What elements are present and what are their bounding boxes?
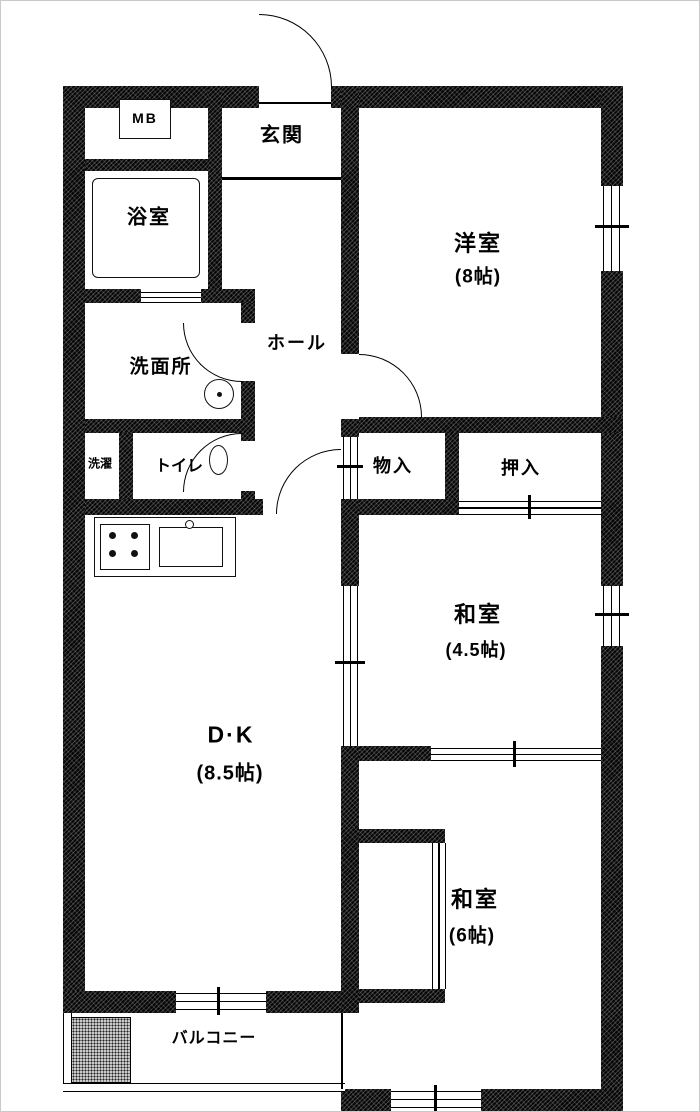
stove bbox=[100, 524, 150, 570]
wall-segment bbox=[208, 86, 222, 181]
dk-door-arc bbox=[276, 449, 341, 514]
wall-segment bbox=[201, 289, 255, 303]
toilet-bowl bbox=[209, 445, 228, 475]
fusuma bbox=[431, 748, 601, 761]
wall-segment bbox=[359, 746, 431, 761]
room-label-hall: ホール bbox=[267, 333, 327, 353]
meter-box bbox=[119, 99, 171, 139]
room-label-japanese-room-6: 和室 bbox=[450, 887, 500, 912]
wall-segment bbox=[241, 303, 255, 323]
storage-door bbox=[343, 437, 358, 499]
wall-segment bbox=[341, 1089, 391, 1111]
genkan-step bbox=[222, 177, 341, 180]
wall-segment bbox=[266, 991, 359, 1013]
burner-dot bbox=[109, 550, 116, 557]
wall-segment bbox=[241, 433, 255, 441]
wall-segment bbox=[359, 417, 623, 433]
balcony-hatch-area bbox=[71, 1017, 131, 1083]
room-label-bathroom: 浴室 bbox=[127, 206, 171, 229]
wall-segment bbox=[341, 499, 359, 586]
entrance-door-arc bbox=[259, 14, 332, 87]
room-label-western-room: 洋室 bbox=[453, 231, 503, 256]
opening-tick bbox=[337, 465, 363, 468]
wall-segment bbox=[241, 381, 255, 419]
window bbox=[603, 186, 620, 271]
room-label-japanese-room-4-5: 和室 bbox=[453, 602, 503, 627]
wall-segment bbox=[331, 86, 623, 108]
wall-segment bbox=[341, 419, 359, 437]
wall-segment bbox=[601, 86, 623, 186]
window bbox=[603, 586, 620, 646]
wall-segment bbox=[445, 433, 459, 499]
room-size-western-room: (8帖) bbox=[454, 266, 502, 288]
room-size-japanese-room-6: (6帖) bbox=[448, 925, 496, 947]
wall-segment bbox=[63, 991, 176, 1013]
room-size-japanese-room-4-5: (4.5帖) bbox=[445, 640, 507, 660]
wall-segment bbox=[241, 491, 255, 499]
wall-segment bbox=[601, 646, 623, 1111]
opening-tick bbox=[434, 1085, 437, 1111]
opening-tick bbox=[217, 987, 220, 1015]
room-label-washroom: 洗面所 bbox=[129, 356, 193, 378]
wall-segment bbox=[341, 86, 359, 354]
balcony-window bbox=[176, 993, 266, 1010]
burner-dot bbox=[131, 532, 138, 539]
wall-segment bbox=[85, 289, 141, 303]
entrance-threshold bbox=[259, 102, 331, 104]
balcony-divider bbox=[341, 1013, 343, 1089]
closet-fusuma bbox=[432, 843, 446, 989]
room-label-genkan: 玄関 bbox=[260, 124, 304, 147]
sliding-door bbox=[343, 586, 358, 746]
bathroom-door bbox=[141, 292, 201, 303]
balcony-rail bbox=[63, 1083, 345, 1092]
wall-segment bbox=[359, 499, 459, 515]
opening-tick bbox=[513, 741, 516, 767]
wall-segment bbox=[85, 499, 263, 515]
wall-segment bbox=[208, 171, 222, 291]
burner-dot bbox=[109, 532, 116, 539]
western-room-door-arc bbox=[359, 354, 422, 417]
room-label-mb: MB bbox=[132, 110, 158, 126]
room-label-closet: 押入 bbox=[501, 458, 541, 478]
room-label-laundry: 洗濯 bbox=[87, 456, 113, 471]
room-size-dk: (8.5帖) bbox=[196, 762, 264, 785]
washing-machine-pan bbox=[204, 379, 234, 409]
opening-tick bbox=[595, 225, 629, 228]
wall-segment bbox=[359, 829, 445, 843]
wall-segment bbox=[63, 86, 85, 1013]
wall-segment bbox=[85, 159, 208, 171]
faucet bbox=[185, 520, 194, 529]
opening-tick bbox=[335, 661, 365, 664]
room-label-storage: 物入 bbox=[373, 456, 413, 476]
wall-segment bbox=[359, 989, 445, 1003]
burner-dot bbox=[131, 550, 138, 557]
wall-segment bbox=[119, 433, 133, 499]
drain-dot bbox=[217, 392, 222, 397]
kitchen-sink bbox=[159, 527, 223, 567]
room-label-toilet: トイレ bbox=[154, 458, 204, 475]
opening-tick bbox=[595, 613, 629, 616]
wall-segment bbox=[85, 419, 255, 433]
opening-tick bbox=[528, 495, 531, 519]
wall-segment bbox=[341, 746, 359, 1013]
room-label-dk: D·K bbox=[207, 721, 255, 748]
wall-segment bbox=[481, 1089, 623, 1111]
bathtub bbox=[92, 178, 200, 278]
room-label-balcony: バルコニー bbox=[171, 1030, 257, 1047]
